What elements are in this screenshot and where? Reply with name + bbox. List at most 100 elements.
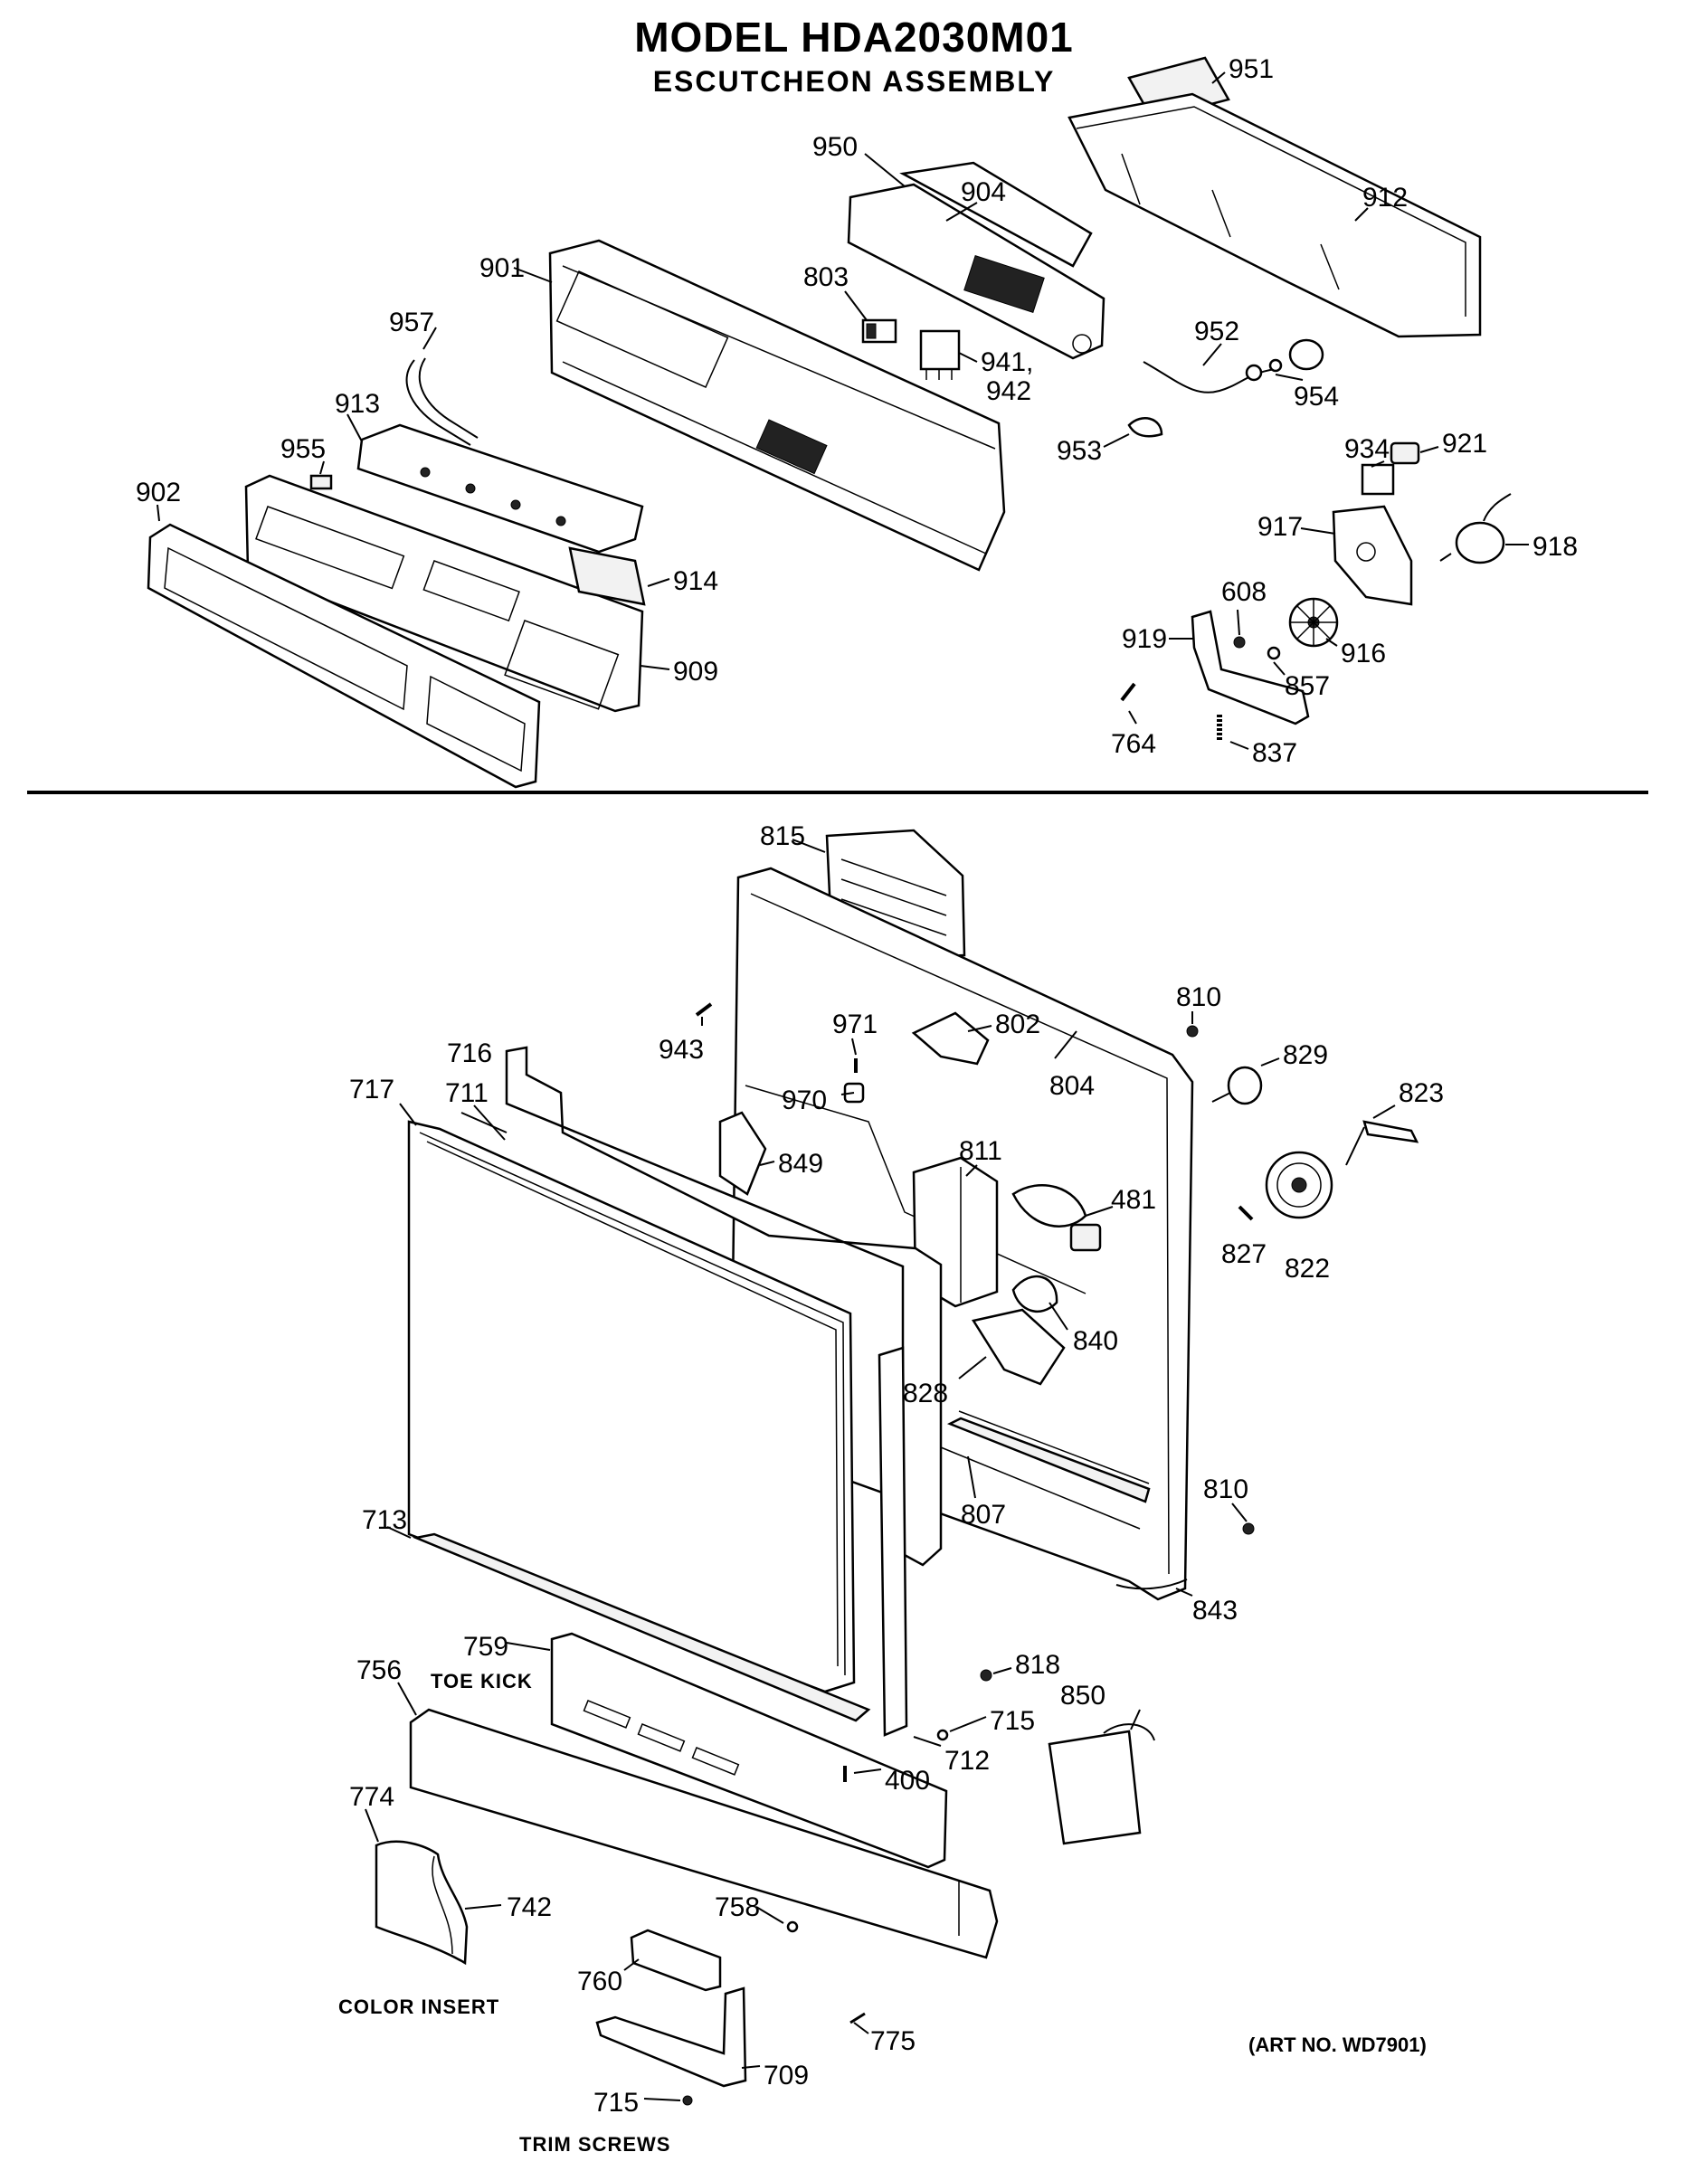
callout-904: 904 (961, 177, 1006, 207)
callout-481: 481 (1111, 1185, 1156, 1215)
part-827-screw (1238, 1205, 1254, 1221)
callout-709: 709 (764, 2061, 809, 2090)
part-914-display-window (568, 546, 646, 606)
callout-764: 764 (1111, 729, 1156, 759)
part-918-motor (1439, 493, 1512, 564)
callout-971: 971 (832, 1010, 878, 1039)
callout-942: 942 (986, 376, 1031, 406)
part-954-knob (1288, 338, 1324, 371)
callout-717: 717 (349, 1075, 394, 1104)
callout-775: 775 (870, 2026, 916, 2056)
model-title: MODEL HDA2030M01 (634, 14, 1074, 61)
leader-lines (157, 71, 1529, 2101)
part-904-control-board (847, 183, 1105, 360)
callout-823: 823 (1399, 1078, 1444, 1108)
callout-labels: 951 950 904 912 901 803 957 941, 942 952… (136, 54, 1578, 2156)
part-608-screw (1233, 636, 1246, 649)
part-711-liner-frame (505, 1046, 943, 1567)
part-716-door-panel (407, 1120, 856, 1693)
part-902-trim-frame (147, 523, 541, 789)
callout-913: 913 (335, 389, 380, 419)
callout-822: 822 (1285, 1254, 1330, 1284)
callout-918: 918 (1532, 532, 1578, 562)
callout-818: 818 (1015, 1650, 1060, 1680)
callout-715-upper: 715 (990, 1706, 1035, 1736)
callout-843: 843 (1192, 1596, 1238, 1626)
callout-828: 828 (903, 1379, 948, 1408)
callout-919: 919 (1122, 624, 1167, 654)
callout-811: 811 (959, 1136, 1002, 1166)
assembly-subtitle: ESCUTCHEON ASSEMBLY (652, 65, 1056, 98)
callout-951: 951 (1229, 54, 1274, 84)
part-843-seal (1115, 1578, 1188, 1590)
part-756-lower-panel (409, 1708, 999, 1959)
caption-trim-screws: TRIM SCREWS (519, 2133, 670, 2156)
part-803-switch (861, 318, 897, 344)
callout-912: 912 (1362, 183, 1408, 213)
callout-803: 803 (803, 262, 849, 292)
part-828-lever (971, 1308, 1066, 1386)
part-807-rail (946, 1417, 1151, 1503)
callout-849: 849 (778, 1149, 823, 1179)
part-481-module (1011, 1184, 1102, 1252)
part-943-screw (695, 1002, 713, 1017)
callout-756: 756 (356, 1655, 402, 1685)
callout-810-lower: 810 (1203, 1474, 1248, 1504)
caption-color-insert: COLOR INSERT (338, 1996, 499, 2018)
callout-742: 742 (507, 1892, 552, 1922)
callout-840: 840 (1073, 1326, 1118, 1356)
callout-837: 837 (1252, 738, 1297, 768)
callout-916: 916 (1341, 639, 1386, 668)
callout-857: 857 (1285, 671, 1330, 701)
part-957-ribbon-cable (405, 357, 479, 446)
part-934-plate (1361, 463, 1395, 496)
part-715-trim-screw (682, 2095, 693, 2106)
callout-953: 953 (1057, 436, 1102, 466)
callout-827: 827 (1221, 1239, 1267, 1269)
part-709-brace (595, 1986, 747, 2088)
callout-758: 758 (715, 1892, 760, 1922)
callout-802: 802 (995, 1010, 1040, 1039)
part-850-bracket (1048, 1723, 1155, 1845)
callout-934: 934 (1344, 434, 1390, 464)
part-760-bracket (630, 1929, 722, 1992)
callout-955: 955 (280, 434, 326, 464)
callout-850: 850 (1060, 1681, 1105, 1711)
callout-815: 815 (760, 821, 805, 851)
art-number: (ART NO. WD7901) (1248, 2034, 1427, 2056)
callout-952: 952 (1194, 317, 1239, 346)
callout-917: 917 (1257, 512, 1303, 542)
callout-759: 759 (463, 1632, 508, 1662)
callout-941: 941, (981, 347, 1033, 377)
part-950-label (899, 161, 1093, 268)
callout-711: 711 (445, 1078, 489, 1108)
part-913-switch-board (356, 423, 644, 554)
callout-954: 954 (1294, 382, 1339, 412)
part-919-duct (1191, 610, 1310, 725)
part-952-wire-harness (1143, 358, 1283, 393)
part-713-bottom-trim (412, 1532, 871, 1722)
callout-774: 774 (349, 1782, 394, 1812)
callout-829: 829 (1283, 1040, 1328, 1070)
part-916-fan (1288, 597, 1339, 648)
callout-400: 400 (885, 1766, 930, 1796)
callout-921: 921 (1442, 429, 1487, 459)
part-802-latch (911, 1011, 990, 1066)
part-901-console-panel (548, 239, 1006, 572)
callout-909: 909 (673, 657, 718, 687)
part-764-screw (1120, 682, 1136, 702)
callout-943: 943 (659, 1035, 704, 1065)
callout-957: 957 (389, 308, 434, 337)
caption-toe-kick: TOE KICK (431, 1670, 533, 1692)
part-715-screw-upper (936, 1729, 949, 1741)
part-849-hinge-arm (718, 1111, 767, 1196)
part-857-screw (1267, 646, 1281, 660)
callout-970: 970 (782, 1086, 827, 1115)
part-810-screw-lower (1242, 1522, 1255, 1535)
part-955-button (309, 474, 333, 490)
part-742-color-insert (375, 1840, 469, 1966)
callout-712: 712 (944, 1746, 990, 1776)
callout-715-trim: 715 (593, 2088, 639, 2118)
part-921-connector (1390, 441, 1420, 465)
